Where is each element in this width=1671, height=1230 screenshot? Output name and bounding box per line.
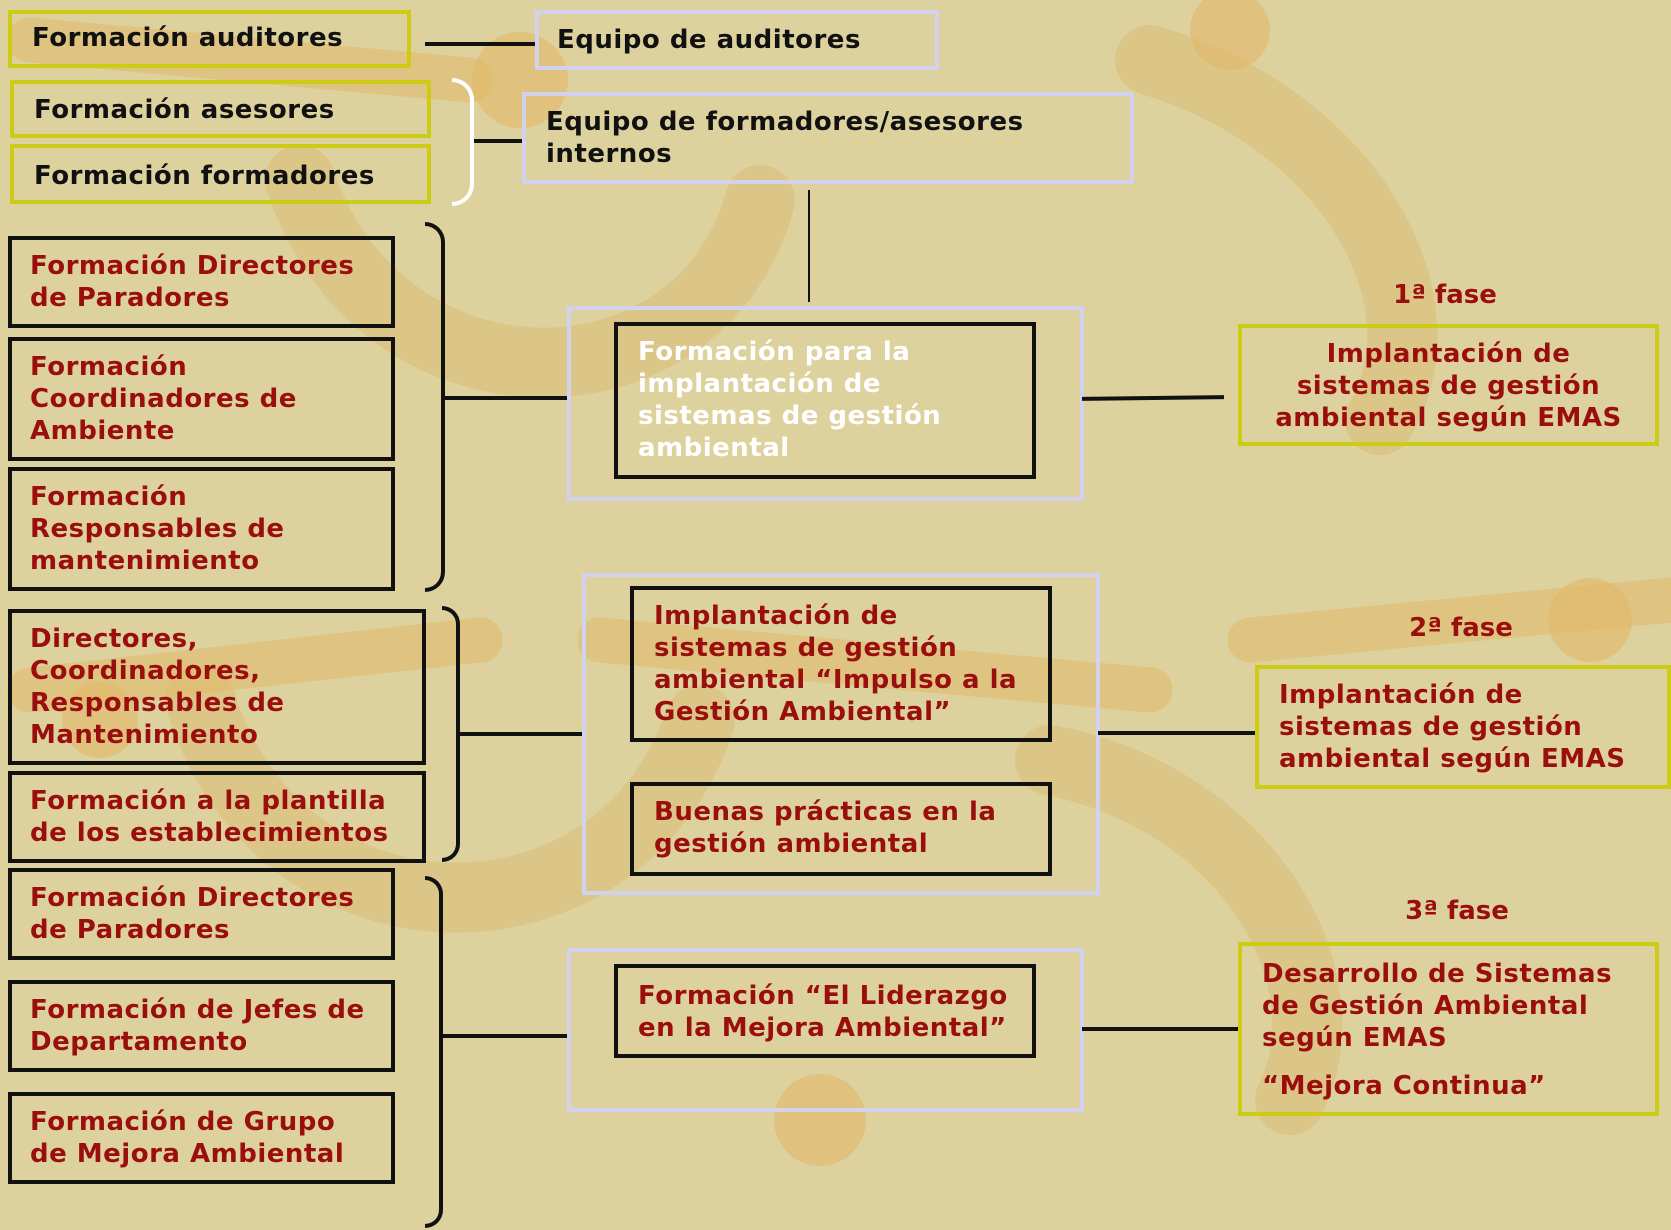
phase1-box: Implantación de sistemas de gestión ambi… — [1238, 324, 1659, 446]
g3-directores-box: Formación Directores de Paradores — [8, 868, 395, 960]
fase1-inner-box: Formación para la implantación de sistem… — [614, 322, 1036, 479]
g3-jefes-label: Formación de Jefes de Departamento — [30, 995, 365, 1057]
vertical-connector — [808, 190, 810, 302]
g3-grupo-label: Formación de Grupo de Mejora Ambiental — [30, 1107, 345, 1169]
fase2a-box: Implantación de sistemas de gestión ambi… — [630, 586, 1052, 742]
connector-group2 — [460, 732, 585, 736]
connector-phase3 — [1082, 1027, 1242, 1031]
g2-plantilla-box: Formación a la plantilla de los establec… — [8, 771, 426, 863]
fase1-outer-box — [567, 306, 1084, 501]
g1-mantenimiento-box: Formación Responsables de mantenimiento — [8, 467, 395, 591]
formacion-formadores-box: Formación formadores — [10, 144, 431, 204]
formacion-asesores-label: Formación asesores — [34, 95, 335, 125]
fase2b-box: Buenas prácticas en la gestión ambiental — [630, 782, 1052, 876]
formacion-auditores-box: Formación auditores — [8, 10, 411, 68]
g1-coordinadores-box: Formación Coordinadores de Ambiente — [8, 337, 395, 461]
g2-directores-box: Directores, Coordinadores, Responsables … — [8, 609, 426, 765]
g1-directores-box: Formación Directores de Paradores — [8, 236, 395, 328]
bracket-asesores-formadores — [452, 78, 474, 206]
fase3-inner-box: Formación “El Liderazgo en la Mejora Amb… — [614, 964, 1036, 1058]
fase1-label: Formación para la implantación de sistem… — [638, 337, 942, 463]
connector-formadores — [474, 139, 524, 143]
connector-group1 — [445, 396, 569, 400]
g3-jefes-box: Formación de Jefes de Departamento — [8, 980, 395, 1072]
connector-phase2 — [1098, 731, 1258, 735]
fase2a-label: Implantación de sistemas de gestión ambi… — [654, 601, 1018, 727]
equipo-formadores-box: Equipo de formadores/asesores internos — [522, 92, 1134, 184]
phase3-subtext: “Mejora Continua” — [1262, 1071, 1546, 1101]
phase3-box: Desarrollo de Sistemas de Gestión Ambien… — [1238, 942, 1659, 1116]
g1-coordinadores-label: Formación Coordinadores de Ambiente — [30, 352, 297, 446]
phase3-label: 3ª fase — [1405, 896, 1509, 926]
phase2-box: Implantación de sistemas de gestión ambi… — [1255, 665, 1671, 789]
g1-mantenimiento-label: Formación Responsables de mantenimiento — [30, 482, 285, 576]
g1-directores-label: Formación Directores de Paradores — [30, 251, 355, 313]
g2-plantilla-label: Formación a la plantilla de los establec… — [30, 786, 389, 848]
formacion-formadores-label: Formación formadores — [34, 161, 375, 191]
connector-group3 — [443, 1034, 569, 1038]
formacion-asesores-box: Formación asesores — [10, 80, 431, 138]
bracket-group1 — [425, 222, 445, 592]
bracket-group2 — [442, 606, 460, 862]
phase3-text: Desarrollo de Sistemas de Gestión Ambien… — [1262, 959, 1613, 1053]
equipo-formadores-label: Equipo de formadores/asesores internos — [546, 107, 1024, 169]
equipo-auditores-label: Equipo de auditores — [557, 25, 861, 55]
phase1-label: 1ª fase — [1393, 280, 1497, 310]
g3-grupo-box: Formación de Grupo de Mejora Ambiental — [8, 1092, 395, 1184]
equipo-auditores-box: Equipo de auditores — [535, 10, 939, 70]
phase1-text: Implantación de sistemas de gestión ambi… — [1275, 339, 1622, 433]
fase2b-label: Buenas prácticas en la gestión ambiental — [654, 797, 997, 859]
phase2-label: 2ª fase — [1409, 613, 1513, 643]
g3-directores-label: Formación Directores de Paradores — [30, 883, 355, 945]
fase3-label: Formación “El Liderazgo en la Mejora Amb… — [638, 981, 1008, 1043]
g2-directores-label: Directores, Coordinadores, Responsables … — [30, 624, 285, 750]
phase2-text: Implantación de sistemas de gestión ambi… — [1279, 680, 1626, 774]
connector-auditores — [425, 42, 535, 46]
formacion-auditores-label: Formación auditores — [32, 23, 344, 53]
bracket-group3 — [425, 876, 443, 1228]
